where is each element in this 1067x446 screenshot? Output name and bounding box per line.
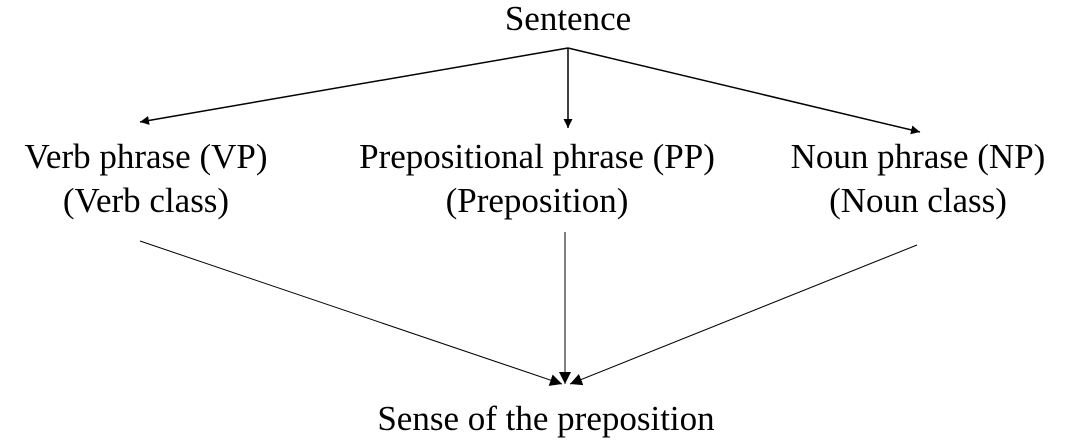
- arrow-sentence-to-vp: [139, 47, 569, 125]
- np-node-subtitle: (Noun class): [829, 181, 1007, 220]
- arrow-np-to-sense: [569, 244, 918, 386]
- pp-node-title: Prepositional phrase (PP): [359, 137, 715, 176]
- np-node-title: Noun phrase (NP): [790, 137, 1046, 176]
- sense-node: Sense of the preposition: [377, 399, 715, 438]
- vp-node-title: Verb phrase (VP): [24, 137, 268, 176]
- pp-node-subtitle: (Preposition): [445, 181, 629, 220]
- arrow-sentence-to-np: [567, 47, 921, 135]
- vp-node-subtitle: (Verb class): [62, 181, 230, 220]
- sentence-node: Sentence: [504, 0, 632, 38]
- arrow-vp-to-sense: [139, 240, 563, 386]
